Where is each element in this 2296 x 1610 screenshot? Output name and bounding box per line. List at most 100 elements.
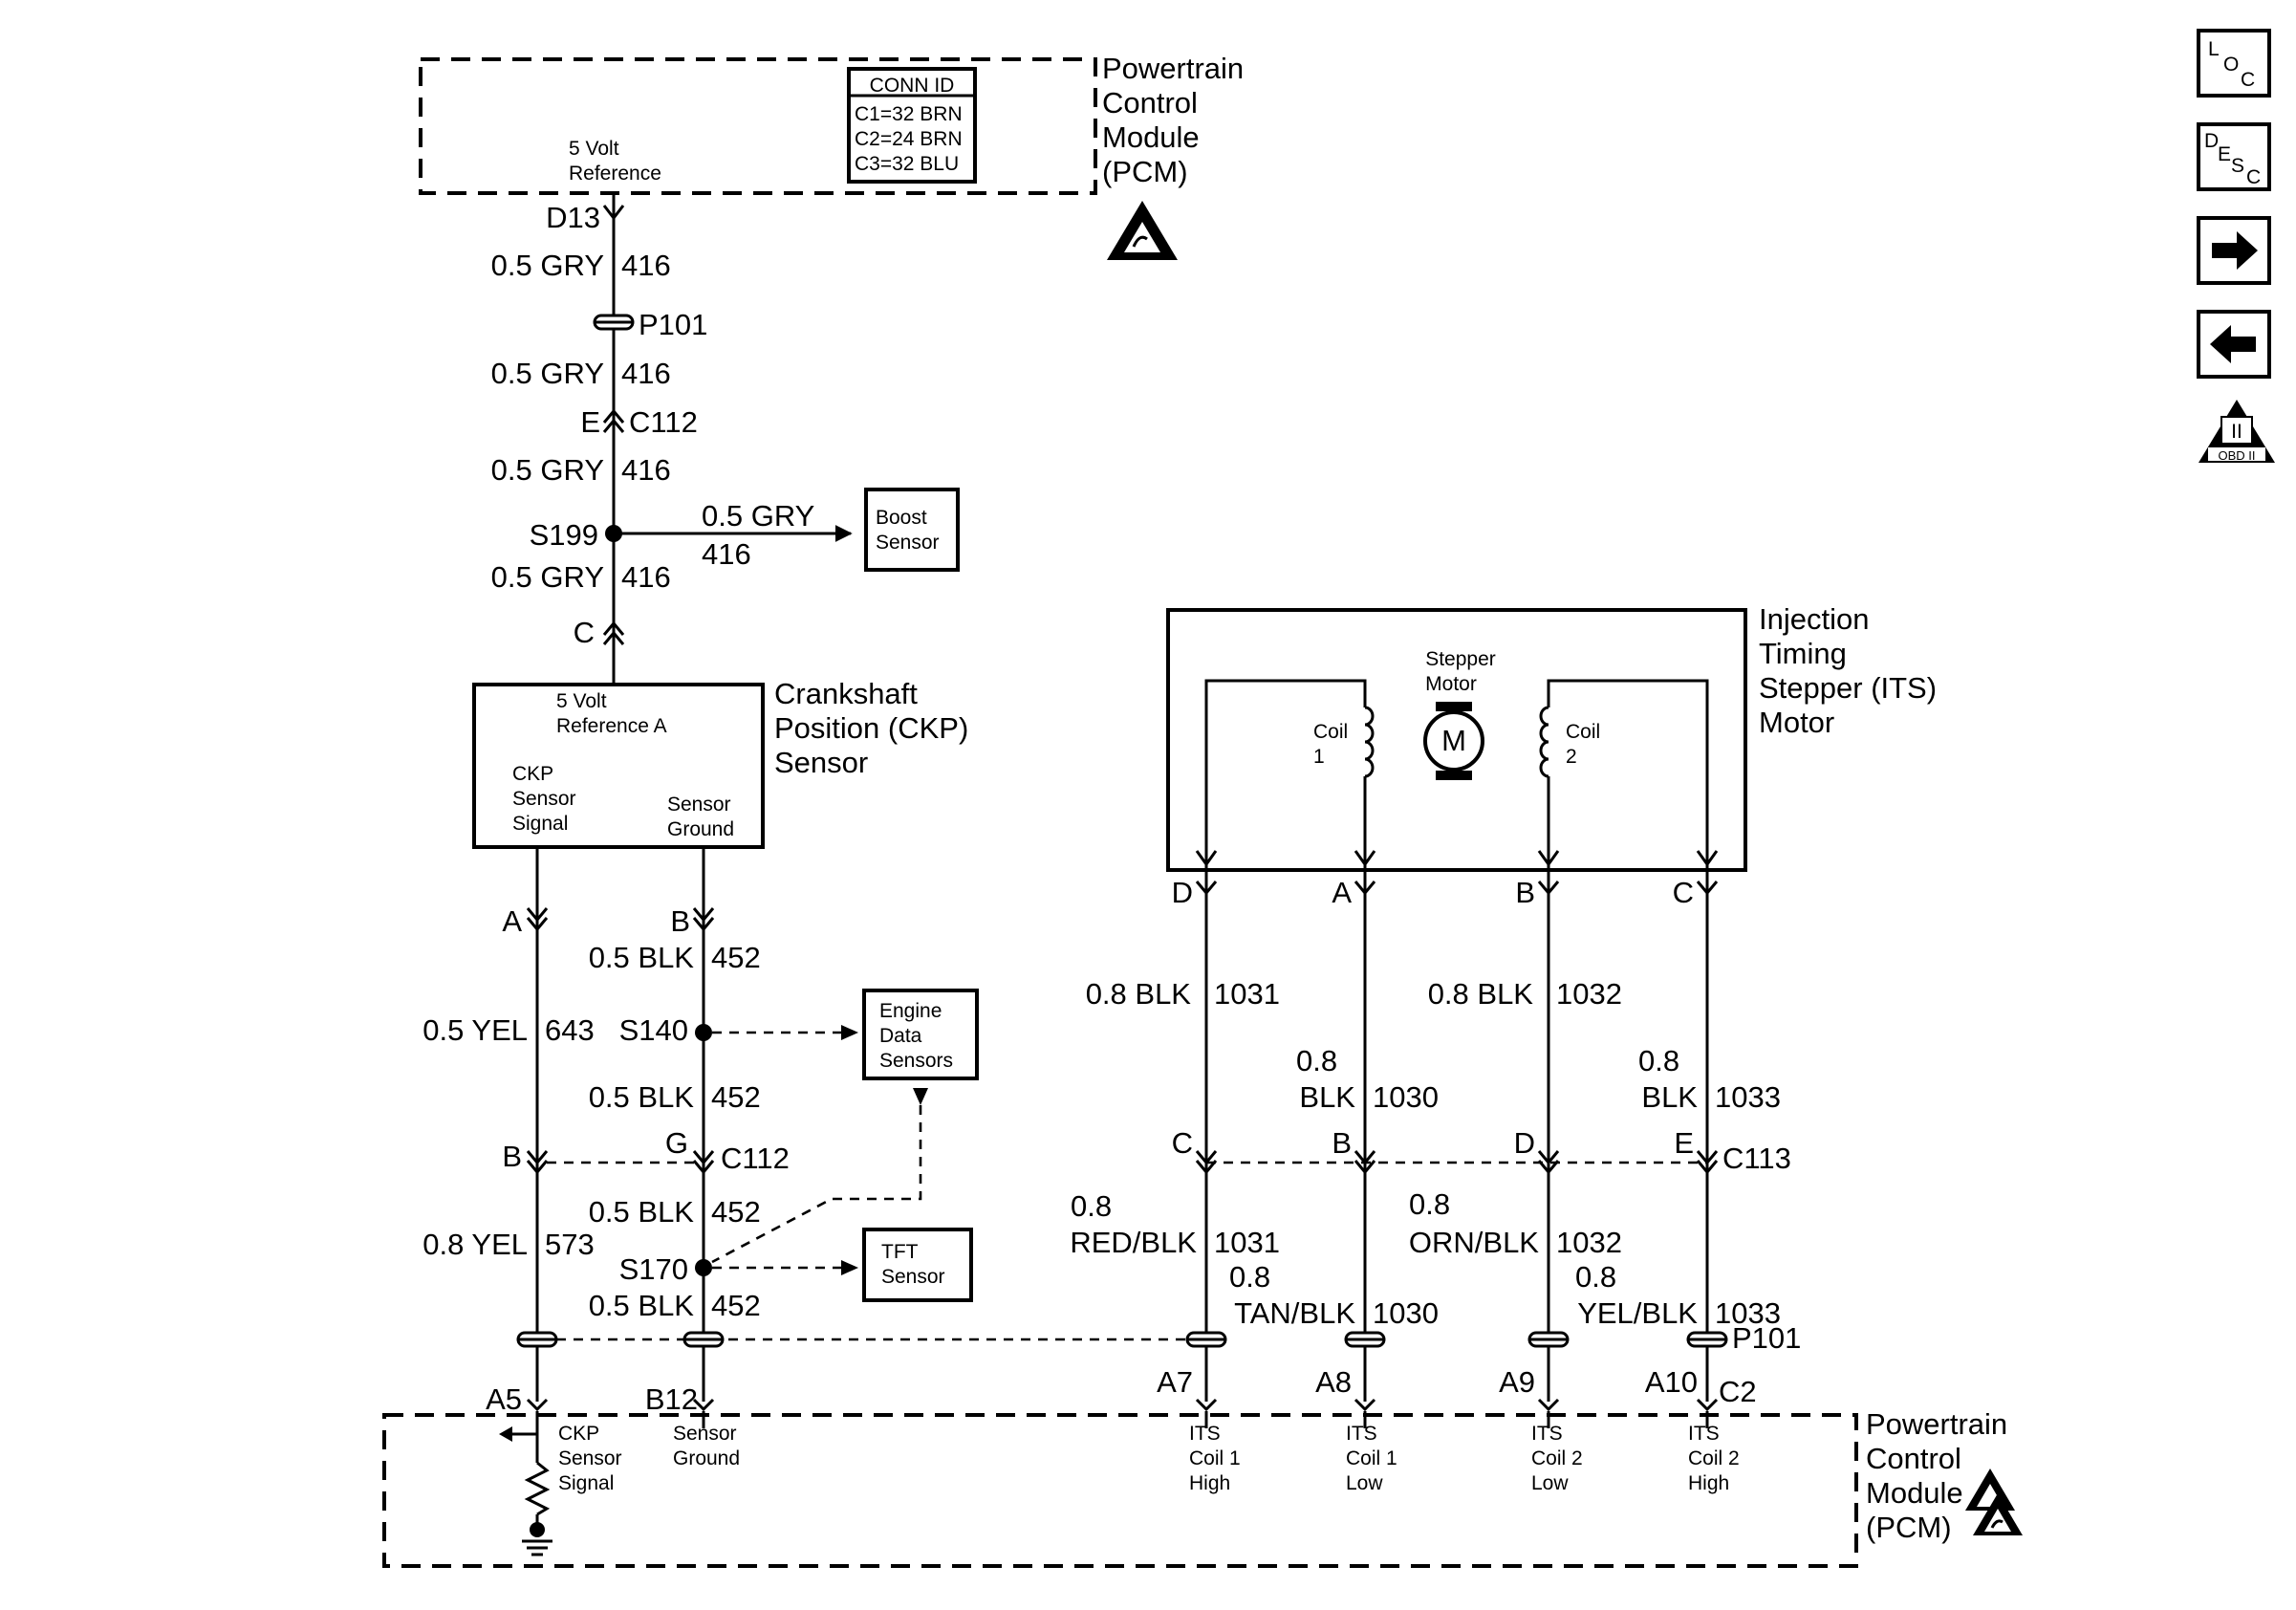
pcm-bottom-module: CKP Sensor Signal Sensor Ground ITS Coil… (382, 1407, 2023, 1568)
pcm-bottom-title-2: Control (1866, 1442, 1961, 1475)
conn-id-table: CONN ID C1=32 BRN C2=24 BRN C3=32 BLU (847, 67, 977, 184)
its-title-4: Motor (1759, 706, 1834, 739)
arrow-right-icon (2212, 231, 2258, 270)
pin-c-top: C (574, 616, 595, 649)
wire-452-2: 452 (711, 1080, 761, 1114)
desc-e: E (2218, 143, 2231, 165)
pcm-bottom-title-1: Powertrain (1866, 1407, 2007, 1441)
connector-c112-top: C112 (629, 405, 698, 439)
wire-416-3: 416 (621, 453, 671, 487)
stepper-line1: Stepper (1425, 648, 1496, 670)
pull-resistor (524, 1461, 551, 1516)
pin-g-c112: G (665, 1126, 688, 1160)
its-title-1: Injection (1759, 602, 1869, 636)
wire-416-boost: 416 (702, 537, 751, 571)
wire-1032-gauge: 0.8 (1409, 1187, 1450, 1221)
wire-gry-2: 0.5 GRY (491, 357, 604, 390)
location-button[interactable]: L O C (2197, 29, 2271, 98)
pcm-its-c1h-2: Coil 1 (1189, 1447, 1241, 1469)
pin-a8: A8 (1315, 1365, 1352, 1399)
pin-a9: A9 (1499, 1365, 1535, 1399)
pin-a5: A5 (486, 1382, 522, 1416)
wire-1030-lower-gauge: 0.8 (1229, 1260, 1270, 1294)
wire-1031-lower: 1031 (1214, 1226, 1280, 1259)
wire-1033-lower: 1033 (1715, 1296, 1781, 1330)
wire-blk08-1031: 0.8 BLK (1086, 977, 1192, 1011)
wire-1033-lower-gauge: 0.8 (1575, 1260, 1616, 1294)
wire-ornblk: ORN/BLK (1409, 1226, 1539, 1259)
pcm-its-c1h-3: High (1189, 1472, 1230, 1494)
coil-2-winding (1539, 706, 1549, 778)
wire-gry-4: 0.5 GRY (491, 560, 604, 594)
circuit-452: B 0.5 BLK 452 S140 0.5 BLK 452 G C112 0.… (589, 847, 790, 1416)
connector-c112-top-terminal (602, 408, 625, 433)
wire-452-1: 452 (711, 941, 761, 974)
wire-1033-gauge: 0.8 (1638, 1044, 1679, 1077)
wire-blk05-4: 0.5 BLK (589, 1289, 695, 1322)
pin-b12: B12 (645, 1382, 698, 1416)
wire-1031-upper: 1031 (1214, 977, 1280, 1011)
wire-1032-lower: 1032 (1556, 1226, 1622, 1259)
ckp-gnd-line2: Ground (667, 818, 734, 840)
pcm-ckp-sig-1: CKP (558, 1423, 599, 1445)
wire-tanblk: TAN/BLK (1234, 1296, 1355, 1330)
wire-gry-1: 0.5 GRY (491, 249, 604, 282)
pin-b-c112: B (502, 1140, 522, 1173)
c113-pin-d: D (1514, 1126, 1535, 1160)
desc-s: S (2231, 155, 2244, 177)
obd-ii-button[interactable]: II OBD II (2199, 400, 2275, 463)
wire-gry-boost: 0.5 GRY (702, 499, 814, 533)
connector-c113: C113 (1722, 1142, 1791, 1175)
pcm-bottom-boundary (382, 1413, 1858, 1568)
pcm-its-c2l-3: Low (1531, 1472, 1569, 1494)
wire-1030-gauge: 0.8 (1296, 1044, 1337, 1077)
pcm-its-c1l-3: Low (1346, 1472, 1383, 1494)
its-title-2: Timing (1759, 637, 1847, 670)
pin-a7: A7 (1157, 1365, 1193, 1399)
inline-connector-p101-a5 (516, 1331, 558, 1348)
ckp-ref-line2: Reference A (556, 715, 667, 737)
engine-data-sensors: Engine Data Sensors (862, 989, 979, 1080)
ckp-title-2: Position (CKP) (774, 711, 968, 745)
next-page-button[interactable] (2197, 216, 2271, 285)
ckp-gnd-line1: Sensor (667, 794, 731, 816)
connector-c112-mid: C112 (721, 1142, 790, 1175)
wire-643: 643 (545, 1013, 595, 1047)
stepper-motor-symbol: M (1423, 702, 1484, 780)
ckp-sig-line1: CKP (512, 763, 553, 785)
splice-s140: S140 (619, 1013, 688, 1047)
pcm-top-ref-line1: 5 Volt (569, 138, 619, 160)
pcm-its-c2l-2: Coil 2 (1531, 1447, 1583, 1469)
conn-id-row-3: C3=32 BLU (855, 153, 959, 175)
wire-416-1: 416 (621, 249, 671, 282)
wire-blk05-1: 0.5 BLK (589, 941, 695, 974)
splice-s199: S199 (530, 518, 598, 552)
description-button[interactable]: D E S C (2197, 122, 2271, 191)
pcm-top-title: Powertrain Control Module (PCM) (1102, 52, 1244, 188)
ckp-ref-line1: 5 Volt (556, 690, 607, 712)
pcm-its-c2h-2: Coil 2 (1688, 1447, 1740, 1469)
c113-pin-e: E (1674, 1126, 1694, 1160)
loc-c: C (2241, 69, 2255, 91)
tft-sensor: TFT Sensor (862, 1228, 973, 1302)
its-pin-a: A (1332, 876, 1352, 909)
boost-sensor: Boost Sensor (864, 488, 960, 572)
engine-data-to-s170-link (711, 1105, 922, 1264)
connector-d13-terminal (602, 205, 625, 221)
previous-page-button[interactable] (2197, 310, 2271, 379)
pcm-top-title-1: Powertrain (1102, 52, 1244, 85)
conn-id-row-1: C1=32 BRN (855, 103, 963, 125)
s140-link-arrow (841, 1025, 858, 1040)
pcm-sens-gnd-1: Sensor (673, 1423, 737, 1445)
ckp-title-3: Sensor (774, 746, 868, 779)
c113-pin-c: C (1172, 1126, 1193, 1160)
its-title-3: Stepper (ITS) (1759, 671, 1937, 705)
pcm-top-module: 5 Volt Reference CONN ID C1=32 BRN C2=24… (419, 52, 1244, 260)
splice-s170: S170 (619, 1252, 688, 1286)
wire-1030-color: BLK (1299, 1080, 1355, 1114)
ckp-title-1: Crankshaft (774, 677, 918, 710)
wire-yelblk: YEL/BLK (1577, 1296, 1698, 1330)
its-pin-c: C (1673, 876, 1694, 909)
nav-toolbar: L O C D E S C II OBD II (2197, 29, 2275, 463)
